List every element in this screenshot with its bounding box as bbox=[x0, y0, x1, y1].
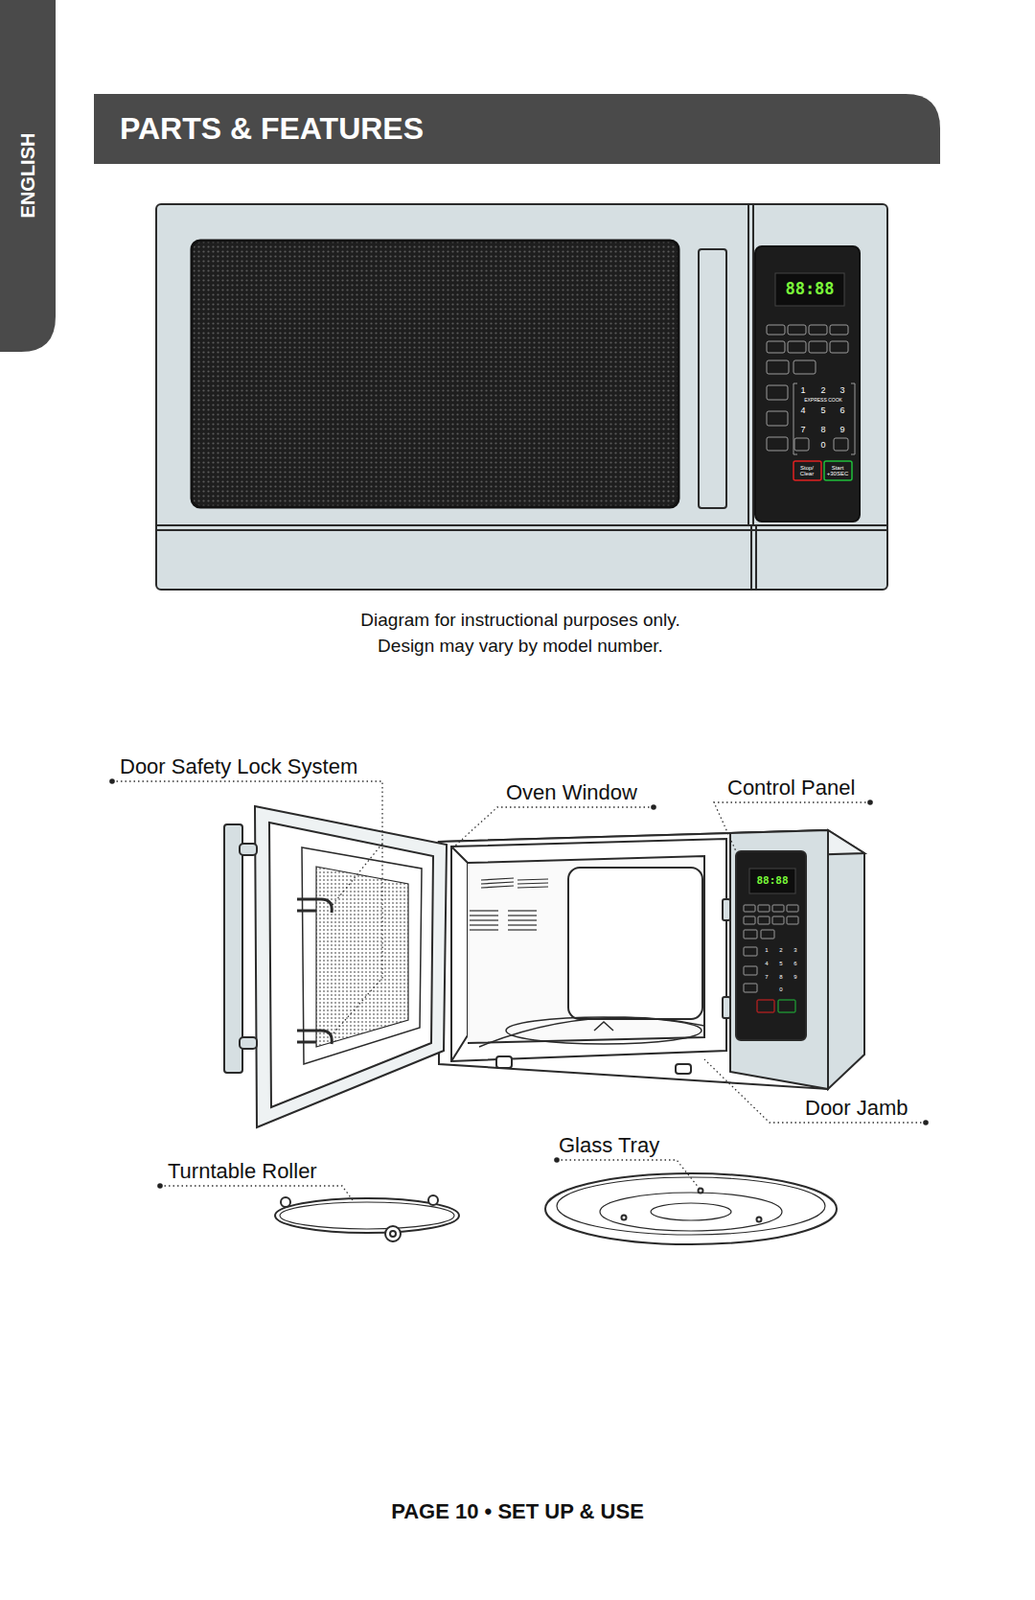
leader-dots bbox=[109, 778, 929, 1189]
keypad-digit: 0 bbox=[779, 986, 782, 993]
keypad-digit: 1 bbox=[764, 946, 768, 954]
keypad-digit: 8 bbox=[779, 973, 782, 981]
turntable-roller bbox=[275, 1195, 460, 1242]
microwave-front bbox=[156, 204, 888, 590]
display-readout: 88:88 bbox=[756, 874, 788, 888]
keypad-digit: 5 bbox=[820, 405, 826, 415]
open-panel-buttons bbox=[743, 904, 799, 1012]
language-tab-label: ENGLISH bbox=[17, 133, 40, 219]
caption: Diagram for instructional purposes only.… bbox=[338, 607, 703, 659]
keypad-digit: 7 bbox=[764, 973, 768, 981]
part-label: Oven Window bbox=[506, 780, 638, 805]
glass-tray bbox=[545, 1173, 837, 1244]
keypad-digit: 3 bbox=[793, 946, 797, 954]
microwave-open bbox=[224, 805, 865, 1127]
part-label: Door Safety Lock System bbox=[119, 754, 358, 779]
header-band bbox=[93, 93, 941, 164]
keypad-digit: 4 bbox=[800, 405, 805, 415]
part-label: Turntable Roller bbox=[167, 1158, 318, 1183]
keypad-digit: 2 bbox=[820, 385, 826, 395]
keypad-digit: 8 bbox=[820, 424, 826, 435]
keypad-digit: 0 bbox=[820, 439, 826, 450]
start-button-label: Start +30SEC bbox=[825, 464, 851, 478]
part-label: Glass Tray bbox=[558, 1132, 660, 1157]
keypad-digit: 1 bbox=[800, 385, 805, 395]
leader-lines bbox=[112, 781, 926, 1200]
part-label: Door Jamb bbox=[805, 1095, 909, 1120]
keypad-digit: 2 bbox=[779, 946, 782, 954]
keypad-digit: 6 bbox=[793, 960, 797, 967]
part-label: Control Panel bbox=[727, 775, 855, 800]
keypad-digit: 9 bbox=[839, 424, 845, 435]
control-buttons bbox=[766, 324, 855, 481]
page-footer: PAGE 10 • SET UP & USE bbox=[391, 1498, 644, 1523]
language-tab bbox=[0, 0, 56, 352]
keypad-digit: 6 bbox=[839, 405, 845, 415]
page-title: PARTS & FEATURES bbox=[119, 111, 424, 147]
keypad-digit: 9 bbox=[793, 973, 797, 981]
stop-button-label: Stop/ Clear bbox=[794, 464, 820, 478]
keypad-digit: 3 bbox=[839, 385, 845, 395]
display-readout: 88:88 bbox=[784, 279, 834, 299]
keypad-digit: 5 bbox=[779, 960, 782, 967]
keypad-digit: 4 bbox=[764, 960, 768, 967]
keypad-digit: 7 bbox=[800, 424, 805, 435]
keypad-caption: EXPRESS COOK bbox=[804, 397, 843, 404]
